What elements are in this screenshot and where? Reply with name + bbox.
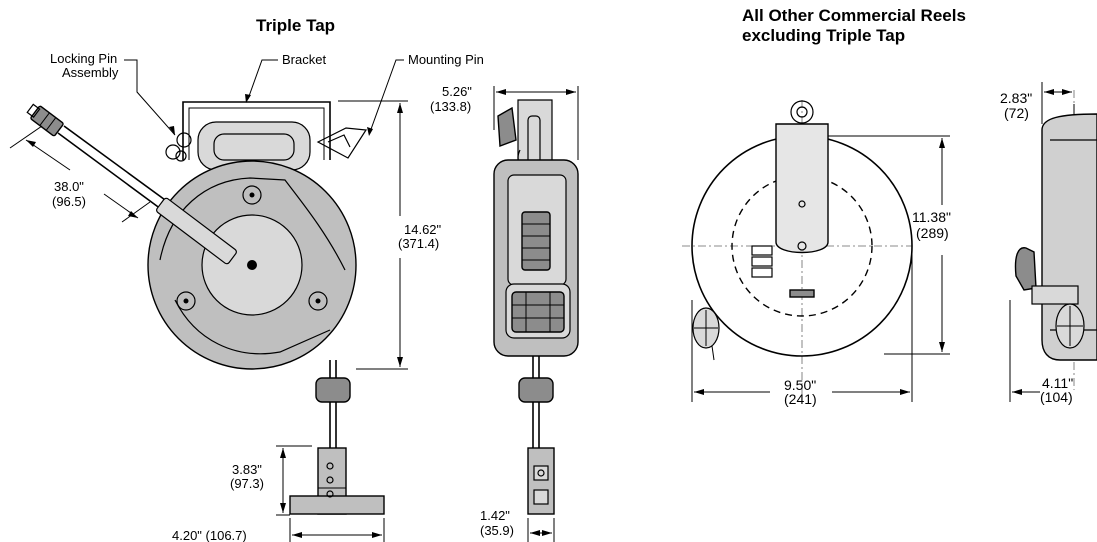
title-triple-tap: Triple Tap <box>256 16 335 35</box>
dim-reel-height-in: 11.38" <box>912 209 951 225</box>
title-other-reels-line1: All Other Commercial Reels <box>742 6 966 25</box>
dimension-tap-width: 4.20" (106.7) <box>172 518 385 542</box>
callout-mounting-pin: Mounting Pin <box>367 52 484 136</box>
title-other-reels-line2: excluding Triple Tap <box>742 26 905 45</box>
dimension-tt-height: 14.62" (371.4) <box>338 100 442 370</box>
triple-tap-side-view <box>493 99 579 515</box>
dimension-tap-height: 3.83" (97.3) <box>230 445 312 516</box>
dim-tt-depth-mm: (133.8) <box>430 99 471 114</box>
dim-tap-depth-mm: (35.9) <box>480 523 514 538</box>
commercial-reel-front-view <box>682 100 913 400</box>
label-locking-pin-line2: Assembly <box>62 65 119 80</box>
dim-reel-depth-in: 4.11" <box>1042 375 1073 391</box>
dim-cord-mm: (96.5) <box>52 194 86 209</box>
callout-bracket: Bracket <box>245 52 326 103</box>
dimension-tap-depth: 1.42" (35.9) <box>480 508 555 542</box>
dim-tap-depth-in: 1.42" <box>480 508 510 523</box>
dimension-reel-height: 11.38" (289) <box>828 135 951 355</box>
dim-reel-depth-mm: (104) <box>1040 389 1073 405</box>
dim-tap-height-in: 3.83" <box>232 462 262 477</box>
dim-tt-depth-in: 5.26" <box>442 84 472 99</box>
label-bracket: Bracket <box>282 52 326 67</box>
triple-tap-front-view <box>26 101 385 515</box>
dim-tap-height-mm: (97.3) <box>230 476 264 491</box>
dim-reel-width-mm: (241) <box>784 391 817 407</box>
dim-reel-offset-in: 2.83" <box>1000 90 1032 106</box>
callout-locking-pin: Locking Pin Assembly <box>50 51 176 136</box>
dim-tt-height-mm: (371.4) <box>398 236 439 251</box>
dim-reel-offset-mm: (72) <box>1004 105 1029 121</box>
label-locking-pin-line1: Locking Pin <box>50 51 117 66</box>
dimension-reel-offset: 2.83" (72) <box>1000 82 1072 124</box>
label-mounting-pin: Mounting Pin <box>408 52 484 67</box>
dimension-tt-depth: 5.26" (133.8) <box>430 84 579 160</box>
dim-reel-height-mm: (289) <box>916 225 949 241</box>
dimension-reel-width: 9.50" (241) <box>691 246 913 407</box>
dim-tap-width: 4.20" (106.7) <box>172 528 247 542</box>
dim-cord-in: 38.0" <box>54 179 84 194</box>
dimension-cord-length: 38.0" (96.5) <box>9 125 151 223</box>
dim-reel-width-in: 9.50" <box>784 377 816 393</box>
commercial-reel-side-view <box>1014 90 1097 390</box>
dim-tt-height-in: 14.62" <box>404 222 442 237</box>
dimension-reel-depth: 4.11" (104) <box>1009 300 1073 405</box>
